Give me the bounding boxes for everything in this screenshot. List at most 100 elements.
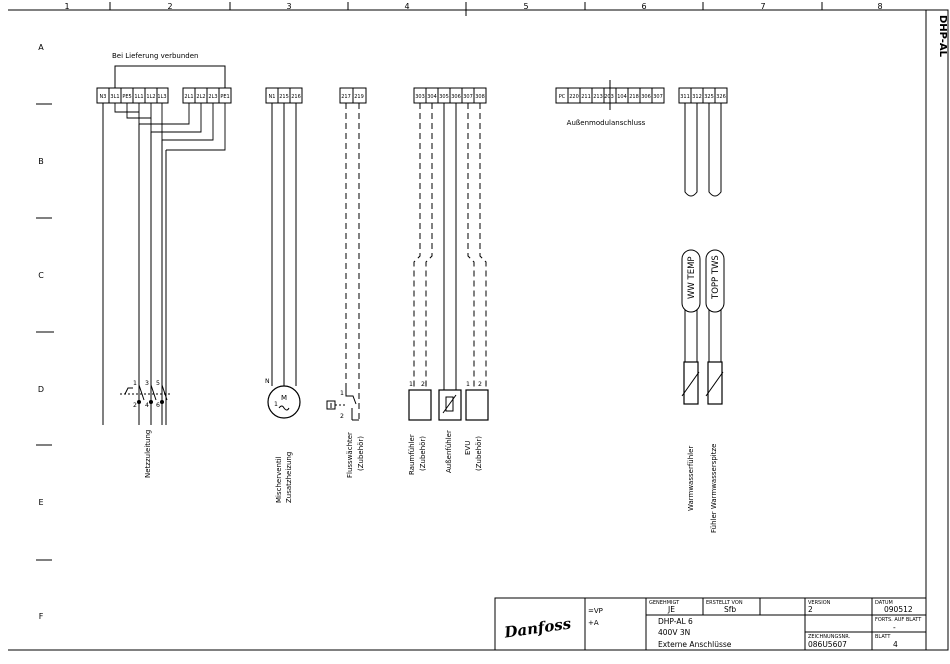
main-switch-symbol [120,384,170,404]
terminal-block-flow [339,87,367,104]
desc-line-2: 400V 3N [658,628,690,637]
terminal-303: 303 [415,94,425,100]
motor-symbol [267,385,301,419]
terminal-block-mains-right [182,87,232,104]
zeichnung-label: ZEICHNUNGSNR. [808,634,851,640]
terminal-n3: N3 [100,94,107,100]
motor-m: M [281,394,287,402]
mains-wires [102,103,167,425]
label-fuehler-ww-spitze: Fühler Warmwasserspitze [710,444,718,533]
label-netzzuleitung: Netzzuleitung [144,430,152,478]
terminal-pe1: PE1 [220,94,229,100]
row-letter-b: B [38,157,44,166]
terminal-325: 325 [704,94,714,100]
fortsetzung-value: - [893,623,896,632]
warmwasserfuehler-slash [681,371,700,397]
label-mischerventil: Mischerventil [275,456,283,503]
topp-tws-tag [705,249,725,313]
terminal-pc: PC [559,94,566,100]
sheet-title: DHP-AL [937,15,948,58]
terminal-n1: N1 [269,94,276,100]
raum-pin-2: 2 [421,381,425,388]
terminal-203: 203 [604,94,614,100]
terminal-306-om: 306 [641,94,651,100]
terminal-217: 217 [341,94,351,100]
terminal-215: 215 [279,94,289,100]
terminal-2l3: 2L3 [208,94,217,100]
column-number-7: 7 [760,2,765,11]
switch-pin-4: 4 [145,402,149,409]
terminal-block-sensors [413,87,487,104]
flow-pin-2: 2 [340,413,344,420]
switch-pin-3: 3 [145,380,149,387]
datum-label: DATUM [875,600,893,606]
terminal-312: 312 [692,94,702,100]
hot-water-cables [684,103,722,362]
erstellt-label: ERSTELLT VON [706,600,743,606]
bridge-bracket [114,65,226,80]
label-raumfuehler: Raumfühler [408,434,416,475]
flow-pin-1: 1 [340,390,344,397]
terminal-block-mains-left [96,87,169,104]
sheet-title-bar [925,9,949,651]
terminal-311: 311 [680,94,690,100]
row-letter-f: F [39,612,44,621]
terminal-block-hot-water [678,87,728,104]
genehmigt-value: JE [667,605,675,614]
switch-pin-5: 5 [156,380,160,387]
terminal-2l2: 2L2 [196,94,205,100]
terminal-block-mixer [265,87,303,104]
version-label: VERSION [808,600,831,606]
ref-a: +A [588,619,599,627]
switch-pin-6: 6 [156,402,160,409]
label-aussenfuehler: Außenfühler [445,430,453,473]
switch-pin-2: 2 [133,402,137,409]
label-zusatzheizung: Zusatzheizung [285,452,293,503]
flow-wires [345,103,360,420]
genehmigt-label: GENEHMIGT [649,600,680,606]
raum-pin-1: 1 [409,381,413,388]
column-number-2: 2 [167,2,172,11]
terminal-308: 308 [475,94,485,100]
evu-pin-1: 1 [466,381,470,388]
label-flusswaechter-zubehoer: (Zubehör) [357,436,365,471]
terminal-1l1: 1L1 [134,94,143,100]
terminal-304: 304 [427,94,437,100]
label-raumfuehler-zubehoer: (Zubehör) [419,436,427,471]
terminal-213: 213 [593,94,603,100]
terminal-104: 104 [617,94,627,100]
column-number-8: 8 [877,2,882,11]
column-number-3: 3 [286,2,291,11]
zeichnung-value: 086U5607 [808,640,847,649]
ww-temp-text: WW TEMP [687,256,697,299]
column-number-6: 6 [641,2,646,11]
flow-switch-symbol [326,388,359,421]
datum-value: 090512 [884,605,913,614]
motor-phase: 1 [274,401,278,408]
terminal-1l3: 1L3 [157,94,166,100]
terminal-306: 306 [451,94,461,100]
evu-box [465,389,489,421]
label-warmwasserfuehler: Warmwasserfühler [687,446,695,511]
erstellt-value: Sfb [724,605,736,614]
fortsetzung-label: FORTS. AUF BLATT [875,617,922,623]
terminal-block-outdoor-module [555,80,665,110]
mixer-wires [271,103,297,386]
terminal-307: 307 [463,94,473,100]
terminal-1l2: 1L2 [146,94,155,100]
label-aussenmodulanschluss: Außenmodulanschluss [567,119,646,127]
terminal-3l1: 3L1 [110,94,119,100]
terminal-2l1: 2L1 [184,94,193,100]
evu-pin-2: 2 [478,381,482,388]
drawing-frame [8,9,927,651]
topp-tws-text: TOPP TWS [711,255,721,300]
row-ruler [36,103,54,561]
column-number-1: 1 [64,2,69,11]
bridge-label: Bei Lieferung verbunden [112,52,198,60]
terminal-305: 305 [439,94,449,100]
version-value: 2 [808,605,813,614]
aussenfuehler-box [438,389,462,421]
label-evu-zubehoer: (Zubehör) [475,436,483,471]
